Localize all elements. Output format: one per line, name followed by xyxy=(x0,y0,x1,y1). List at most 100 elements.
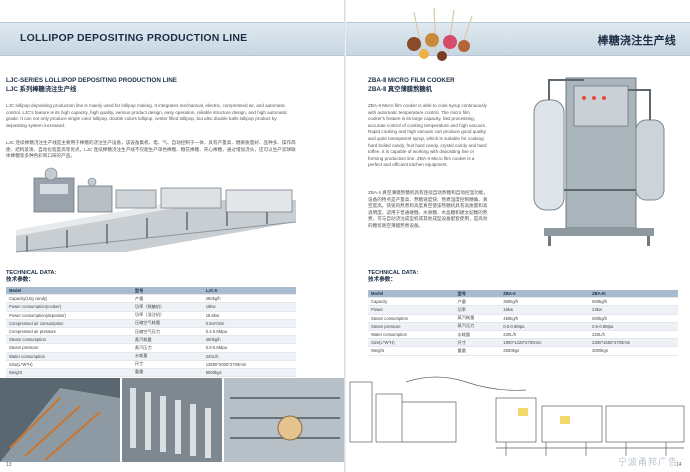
table-cell: 0.5m³/min xyxy=(202,319,296,328)
table-cell: Steam pressure xyxy=(368,322,455,331)
tech-data-title-en: TECHNICAL DATA: xyxy=(6,270,57,276)
table-cell: 产量 xyxy=(454,297,501,307)
table-cell: Capacity(10g candy) xyxy=(6,294,132,304)
table-cell: 蒸汽压力 xyxy=(131,343,203,353)
table-cell: Power consumption(depositor) xyxy=(6,311,132,320)
table-header-cell: Model xyxy=(6,287,132,296)
left-page: LOLLIPOP DEPOSITING PRODUCTION LINE LJC-… xyxy=(0,0,344,472)
description-cn: ZBA-II 真空薄膜熬糖机具有连续自动熬糖和自动控温功能，设备的特点是产量高、… xyxy=(368,190,488,228)
section-title-en: LJC-SERIES LOLLIPOP DEPOSITING PRODUCTIO… xyxy=(6,77,177,84)
table-cell: Steam consumption xyxy=(368,314,455,323)
table-cell: 压缩空气耗量 xyxy=(131,319,203,328)
banner: LOLLIPOP DEPOSITING PRODUCTION LINE xyxy=(0,22,344,56)
table-cell: Size(L*W*H) xyxy=(6,360,132,369)
table-header-row: Model 型号 LJC-II xyxy=(6,287,296,296)
table-cell: 280kg/h xyxy=(202,294,296,304)
table-cell: Power consumption(cooker) xyxy=(6,302,132,312)
table-cell: 重量 xyxy=(131,368,203,378)
table-cell: 产量 xyxy=(131,294,203,304)
table-cell: Steam consumption xyxy=(6,335,132,345)
line-schematic-drawing xyxy=(349,376,685,456)
banner: 棒糖浇注生产线 xyxy=(346,22,690,56)
right-page: 棒糖浇注生产线 ZBA-Ⅱ MICRO FILM COOKER ZBA-Ⅱ 真空… xyxy=(346,0,690,472)
table-cell: 0.6-0.8Mpa xyxy=(589,322,678,331)
table-cell: Steam pressure xyxy=(6,343,132,353)
table-cell: 压缩空气压力 xyxy=(131,327,203,337)
table-cell: 尺寸 xyxy=(454,338,501,348)
section-title-cn: ZBA-Ⅱ 真空薄膜熬糖机 xyxy=(368,86,432,93)
table-cell: 23kw xyxy=(589,305,678,315)
table-cell: 功率（浇注机） xyxy=(131,311,203,320)
production-line-photo xyxy=(6,160,306,260)
watermark-text: 宁波甬邦广告 xyxy=(617,457,678,467)
tech-data-title-en: TECHNICAL DATA: xyxy=(368,270,419,276)
table-cell: 0.4-0.6Mpa xyxy=(202,327,296,337)
table-cell: 3000kgs xyxy=(589,346,678,356)
table-cell: 蒸汽压力 xyxy=(454,322,501,331)
table-cell: 重量 xyxy=(454,346,501,356)
table-cell: 1900*1420*2700mm xyxy=(500,338,590,348)
table-cell: 18kw xyxy=(202,302,296,312)
table-cell: Weight xyxy=(368,346,455,356)
table-cell: 500kg/h xyxy=(589,297,678,307)
table-cell: 2500kgs xyxy=(500,346,590,356)
table-cell: 220L/h xyxy=(202,352,296,361)
table-cell: 350kg/h xyxy=(500,297,590,307)
table-cell: 2300*1650*2700mm xyxy=(589,338,678,348)
table-cell: 0.6-0.8Mpa xyxy=(500,322,590,331)
table-cell: 蒸汽耗量 xyxy=(454,314,501,323)
table-header-cell: ZBA-II xyxy=(500,290,590,299)
table-cell: Compressed air pressure xyxy=(6,327,132,337)
machine-detail-photos xyxy=(0,378,344,462)
section-title-cn: LJC 系列棒糖浇注生产线 xyxy=(6,86,77,93)
table-header-cell: 型号 xyxy=(131,287,203,296)
banner-title: LOLLIPOP DEPOSITING PRODUCTION LINE xyxy=(20,32,248,44)
banner-title: 棒糖浇注生产线 xyxy=(597,35,676,47)
table-cell: 尺寸 xyxy=(131,360,203,369)
lollipop-image xyxy=(407,7,473,61)
table-cell: 0.5-0.6Mpa xyxy=(202,343,296,353)
table-cell: 水耗量 xyxy=(131,352,203,361)
table-cell: 450kg/h xyxy=(202,335,296,345)
page-spine xyxy=(344,0,346,472)
description-en: ZBA-II Micro film cooker is able to cook… xyxy=(368,103,487,168)
table-cell: 功率 xyxy=(454,305,501,315)
table-cell: 18.5kw xyxy=(202,311,296,320)
table-cell: 13500*2000*2700mm xyxy=(202,360,296,369)
table-header-cell: ZBA-III xyxy=(589,290,678,299)
table-header-cell: Model xyxy=(368,290,455,299)
page-number: 14 xyxy=(676,462,682,468)
table-cell: Power xyxy=(368,305,455,315)
section-title-en: ZBA-Ⅱ MICRO FILM COOKER xyxy=(368,77,455,84)
table-cell: Compressed air consumption xyxy=(6,319,132,328)
description-cn: LJC 连续棒糖浇注生产线是主要用于棒糖的浇注生产设备，该设备集机、电、气、自动… xyxy=(6,140,296,159)
table-cell: 6000kgs xyxy=(202,368,296,378)
table-cell: 功率（熬糖机） xyxy=(131,302,203,312)
table-cell: 16kw xyxy=(500,305,590,315)
table-cell: 500kg/h xyxy=(589,314,678,323)
table-cell: 220L/h xyxy=(500,330,590,340)
table-row: Power consumption(depositor)功率（浇注机）18.5k… xyxy=(6,311,296,320)
table-header-cell: 型号 xyxy=(454,290,501,299)
tech-data-title-cn: 技术参数： xyxy=(6,277,34,283)
cooker-photo xyxy=(524,70,674,250)
tech-data-title-cn: 技术参数： xyxy=(368,277,396,283)
table-cell: Water consumption xyxy=(368,330,455,340)
table-row: Power consumption(cooker)功率（熬糖机）18kw xyxy=(6,302,296,312)
